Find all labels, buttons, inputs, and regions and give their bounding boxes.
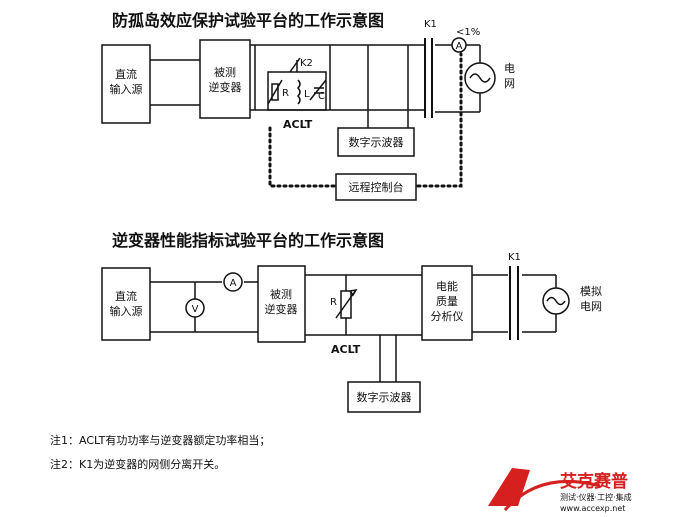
diagram2-analyzer-box bbox=[421, 265, 473, 341]
diagram2-dc-source-box bbox=[101, 267, 151, 341]
diagram2-oscilloscope-box bbox=[347, 381, 421, 413]
diagram2-oscilloscope-label: 数字示波器 bbox=[357, 390, 412, 404]
diagram1-c-label: C bbox=[318, 91, 325, 102]
diagram2-inverter-box bbox=[257, 265, 306, 343]
logo-tagline: 测试·仪器·工控·集成 bbox=[560, 492, 632, 502]
diagram1-l-label: L bbox=[304, 89, 310, 100]
diagram1-title: 防孤岛效应保护试验平台的工作示意图 bbox=[112, 11, 384, 30]
diagram2-k1-switch bbox=[509, 266, 519, 340]
diagram2-title: 逆变器性能指标试验平台的工作示意图 bbox=[112, 231, 384, 250]
diagram1-inverter-line1: 被测 bbox=[214, 66, 236, 79]
diagram1-inverter-box bbox=[199, 39, 251, 119]
diagram1-k1-label: K1 bbox=[424, 19, 437, 30]
diagram1-ammeter bbox=[451, 37, 467, 53]
diagram2-grid-line2: 电网 bbox=[580, 300, 602, 313]
diagram2-voltmeter bbox=[185, 298, 205, 318]
diagram1-dc-source-box bbox=[101, 44, 151, 124]
diagram1-k1-switch bbox=[424, 38, 433, 118]
diagram2-r-label: R bbox=[330, 297, 337, 308]
diagram1-aclt-label: ACLT bbox=[283, 118, 313, 131]
diagram1-grid-source bbox=[464, 62, 496, 94]
diagram1-grid-line1: 电 bbox=[504, 62, 515, 75]
diagram2-ammeter-label: A bbox=[230, 278, 237, 289]
diagram2-aclt-resistor bbox=[335, 288, 358, 319]
diagram2-dc-source-line1: 直流 bbox=[115, 289, 137, 303]
diagram2-aclt-label: ACLT bbox=[331, 343, 361, 356]
logo-name: 艾克赛普 bbox=[560, 471, 628, 492]
diagram1-aclt-load bbox=[267, 57, 327, 111]
diagram2-voltmeter-label: V bbox=[192, 304, 199, 315]
diagram2-wiring bbox=[150, 274, 557, 382]
note-1: 注1：ACLT有功功率与逆变器额定功率相当； bbox=[50, 433, 270, 447]
diagram1-r-label: R bbox=[282, 88, 289, 99]
diagram1-remote-console-label: 远程控制台 bbox=[349, 180, 404, 194]
diagram2-grid-line1: 模拟 bbox=[580, 284, 602, 298]
diagram1-threshold-label: <1% bbox=[456, 27, 480, 38]
diagram1-control-links bbox=[268, 52, 463, 188]
logo-url: www.accexp.net bbox=[560, 504, 625, 513]
diagram1-k2-label: K2 bbox=[300, 58, 313, 69]
diagram1-ammeter-label: A bbox=[456, 41, 463, 52]
diagram2-analyzer-line1: 电能 bbox=[436, 279, 458, 293]
diagram2-analyzer-line2: 质量 bbox=[436, 295, 458, 308]
diagram1-grid-line2: 网 bbox=[504, 77, 515, 90]
diagram1-remote-console-box bbox=[335, 173, 417, 201]
diagram1-dc-source-line2: 输入源 bbox=[110, 82, 143, 96]
company-logo bbox=[488, 468, 601, 511]
diagram1-dc-source-line1: 直流 bbox=[115, 67, 137, 81]
diagram2-inverter-line2: 逆变器 bbox=[265, 302, 298, 316]
diagram1-oscilloscope-label: 数字示波器 bbox=[349, 135, 404, 149]
diagram2-analyzer-line3: 分析仪 bbox=[431, 309, 464, 323]
diagram2-k1-label: K1 bbox=[508, 252, 521, 263]
diagram1-oscilloscope-box bbox=[337, 127, 415, 157]
diagram2-inverter-line1: 被测 bbox=[270, 288, 292, 301]
note-2: 注2：K1为逆变器的网侧分离开关。 bbox=[50, 457, 225, 471]
diagram2-grid-source bbox=[542, 287, 570, 315]
diagram2-ammeter bbox=[223, 272, 243, 292]
diagram2-dc-source-line2: 输入源 bbox=[110, 304, 143, 318]
diagram1-inverter-line2: 逆变器 bbox=[209, 80, 242, 94]
